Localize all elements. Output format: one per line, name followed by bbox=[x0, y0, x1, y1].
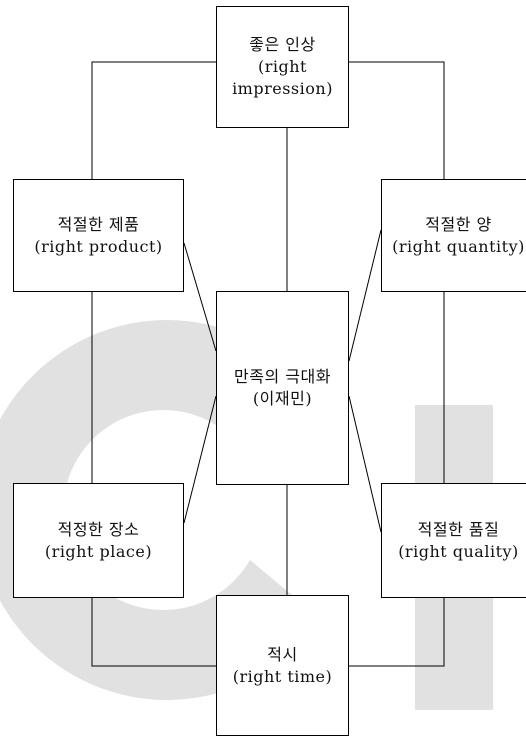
node-label-ko: 적절한 양 bbox=[425, 214, 492, 234]
connector-bottom-right bbox=[349, 598, 445, 667]
node-label-en: (right quantity) bbox=[392, 236, 525, 256]
node-label-en: (right quality) bbox=[398, 541, 519, 561]
connector-diag-left1 bbox=[183, 242, 217, 352]
node-label-ko: 만족의 극대화 bbox=[234, 367, 331, 386]
node-right-product: 적절한 제품 (right product) bbox=[13, 179, 184, 292]
node-label-ko: 적정한 장소 bbox=[57, 519, 140, 539]
node-label-en-1: (right bbox=[258, 57, 307, 76]
node-right-time: 적시 (right time) bbox=[216, 595, 349, 736]
connector-top-right bbox=[349, 61, 445, 179]
node-label-author: (이재민) bbox=[252, 389, 313, 408]
node-right-place: 적정한 장소 (right place) bbox=[13, 483, 184, 598]
node-right-quantity: 적절한 양 (right quantity) bbox=[381, 179, 526, 292]
node-label-en-2: impression) bbox=[232, 79, 333, 98]
node-label-en: (right place) bbox=[44, 541, 153, 561]
node-maximize-satisfaction: 만족의 극대화 (이재민) bbox=[216, 291, 349, 485]
node-label-ko: 적시 bbox=[267, 644, 298, 664]
node-label-en: (right product) bbox=[34, 236, 163, 256]
connector-bottom-left bbox=[91, 598, 216, 667]
connector-diag-left2 bbox=[183, 395, 217, 524]
node-label-ko: 적절한 품질 bbox=[417, 519, 500, 539]
node-right-impression: 좋은 인상 (right impression) bbox=[216, 6, 349, 128]
node-label-ko: 좋은 인상 bbox=[249, 35, 316, 54]
node-label-ko: 적절한 제품 bbox=[57, 214, 140, 234]
node-label-en: (right time) bbox=[232, 666, 333, 686]
connector-top-left bbox=[91, 61, 216, 179]
node-right-quality: 적절한 품질 (right quality) bbox=[381, 483, 526, 598]
connector-diag-right2 bbox=[348, 395, 382, 533]
connector-diag-right1 bbox=[348, 229, 382, 362]
